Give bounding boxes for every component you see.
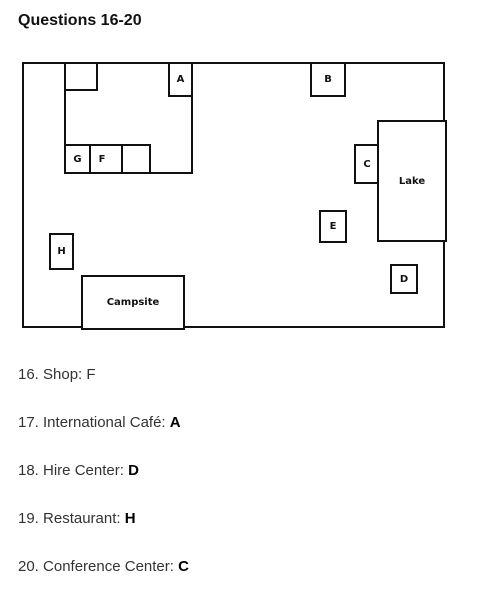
answer-20: 20. Conference Center: C <box>18 558 189 575</box>
answer-17: 17. International Café: A <box>18 414 181 431</box>
location-g <box>64 144 91 174</box>
location-g-label: G <box>73 153 82 165</box>
location-b <box>310 62 346 97</box>
site-map: A G F B C Lake E D H Campsite <box>22 62 447 330</box>
answer-19: 19. Restaurant: H <box>18 510 136 527</box>
answer-17-letter: A <box>169 414 181 431</box>
location-a <box>168 62 193 97</box>
lake <box>377 120 447 242</box>
location-d-label: D <box>399 273 409 285</box>
answer-18-letter: D <box>128 462 139 479</box>
answer-16: 16. Shop: F <box>18 366 96 383</box>
answer-18: 18. Hire Center: D <box>18 462 139 479</box>
answer-16-letter: F <box>86 366 96 383</box>
campsite-label: Campsite <box>106 297 160 308</box>
building-room-blank <box>121 144 151 174</box>
location-h-label: H <box>57 246 66 257</box>
location-e-label: E <box>329 221 337 232</box>
location-f-label: F <box>98 153 106 165</box>
location-b-label: B <box>324 74 332 85</box>
building-room-top-left <box>64 62 98 91</box>
answer-20-letter: C <box>178 558 189 575</box>
lake-label: Lake <box>398 175 426 187</box>
campsite <box>81 275 185 330</box>
questions-heading: Questions 16-20 <box>18 12 142 29</box>
location-e <box>319 210 347 243</box>
location-h <box>49 233 74 270</box>
location-c-label: C <box>363 158 371 170</box>
location-a-label: A <box>176 74 185 85</box>
answer-19-letter: H <box>124 510 136 527</box>
location-d <box>390 264 418 294</box>
